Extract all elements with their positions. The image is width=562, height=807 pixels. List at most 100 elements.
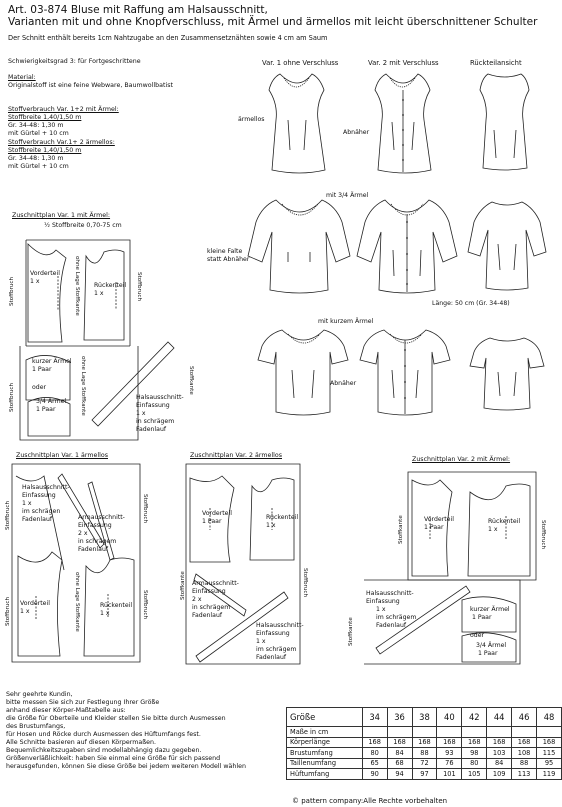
- plan4-short-sleeve-qty: 1 Paar: [472, 614, 492, 621]
- sketch-var1-short-sleeve: [257, 329, 349, 416]
- variant1-label: Var. 1 ohne Verschluss: [262, 59, 339, 67]
- table-cell: 76: [436, 757, 463, 769]
- table-row: Brustumfang 80 84 88 93 98 103 108 115: [286, 747, 562, 759]
- plan1-pieces: [19, 239, 175, 441]
- short-sleeve-label: mit kurzem Ärmel: [318, 318, 374, 325]
- plan1-fold-left: Stoffbruch: [9, 276, 15, 306]
- copyright-notice: © pattern company:Alle Rechte vorbehalte…: [292, 797, 448, 805]
- plan4-pieces: [364, 471, 537, 665]
- table-cell: 94: [386, 768, 413, 780]
- plan3-title: Zuschnittplan Var. 2 ärmellos: [190, 452, 282, 459]
- pleat-label-2: statt Abnäher: [207, 256, 250, 263]
- table-cell: 103: [486, 747, 513, 759]
- plan4-or: oder: [470, 632, 485, 639]
- page-title: Art. 03-874 Bluse mit Raffung am Halsaus…: [8, 4, 556, 28]
- title-line-1: Art. 03-874 Bluse mit Raffung am Halsaus…: [8, 4, 268, 16]
- plan3-arm-4: in schrägem: [192, 604, 231, 611]
- table-cell: 168: [361, 736, 388, 748]
- plan2-fold-left-2: Stoffbruch: [5, 596, 11, 626]
- plan1-title: Zuschnittplan Var. 1 mit Ärmel:: [12, 212, 111, 219]
- table-cell: 109: [486, 768, 513, 780]
- consumption2-width: Stoffbreite 1,40/1,50 m: [8, 147, 82, 154]
- customer-line: Größenverläßlichkeit: haben Sie einmal e…: [6, 755, 221, 762]
- plan4-three-quarter-qty: 1 Paar: [478, 650, 498, 657]
- plan2-arm-4: in schrägem: [78, 538, 117, 545]
- row-label: Körperlänge: [286, 736, 363, 748]
- customer-line: Bequemlichkeitszugaben sind modellabhäng…: [6, 747, 202, 754]
- table-cell: 168: [386, 736, 413, 748]
- row-label: Brustumfang: [286, 747, 363, 759]
- table-cell: 95: [536, 757, 562, 769]
- length-label: Länge: 50 cm (Gr. 34-48): [432, 300, 510, 307]
- size-header: 46: [511, 707, 538, 727]
- plan3-back-label: Rückenteil: [266, 514, 299, 521]
- size-header: 38: [411, 707, 438, 727]
- plan2-neck-3: 1 x: [22, 500, 32, 507]
- customer-line: Sehr geehrte Kundin,: [6, 691, 73, 698]
- plan1-width: ½ Stoffbreite 0,70-75 cm: [44, 222, 122, 229]
- size-header: 44: [486, 707, 513, 727]
- plan4-front-qty: 1 Paar: [424, 524, 444, 531]
- plan1-neck-binding-5: Fadenlauf: [136, 426, 167, 433]
- plan3-neck-1: Halsausschnitt-: [256, 622, 304, 629]
- size-header: 42: [461, 707, 488, 727]
- table-cell: 115: [536, 747, 562, 759]
- sketch-back-short-sleeve: [469, 337, 545, 411]
- plan1-front-qty: 1 x: [30, 278, 40, 285]
- plan2-neck-2: Einfassung: [22, 492, 56, 499]
- table-cell: 168: [461, 736, 488, 748]
- table-cell: 168: [536, 736, 562, 748]
- size-header: 36: [386, 707, 413, 727]
- plan1-selvedge-edge: Stoffkante: [188, 366, 194, 395]
- three-quarter-sleeve-label: mit 3/4 Ärmel: [326, 192, 369, 199]
- plan4-neck-3: 1 x: [376, 606, 386, 613]
- plan2-fold-left: Stoffbruch: [5, 500, 11, 530]
- customer-line: anhand dieser Körper-Maßtabelle aus:: [6, 707, 126, 714]
- table-cell: 88: [511, 757, 538, 769]
- table-cell: 84: [486, 757, 513, 769]
- table-cell: 105: [461, 768, 488, 780]
- plan1-selvedge-middle: ohne Lage Stoffkante: [74, 256, 80, 316]
- plan2-arm-5: Fadenlauf: [78, 546, 109, 553]
- sketch-var2-short-sleeve: [359, 329, 451, 416]
- plan4-neck-1: Halsausschnitt-: [366, 590, 414, 597]
- table-cell: 88: [411, 747, 438, 759]
- plan3-neck-2: Einfassung: [256, 630, 290, 637]
- sketch-var1-sleeveless: [268, 73, 326, 174]
- plan3-pieces: [185, 463, 301, 665]
- plan3-neck-4: im schrägem: [256, 646, 297, 653]
- table-cell: 119: [536, 768, 562, 780]
- plan1-back-qty: 1 x: [94, 290, 104, 297]
- plan3-arm-5: Fadenlauf: [192, 612, 223, 619]
- plan1-short-sleeve: kurzer Ärmel: [32, 358, 72, 365]
- plan3-fold: Stoffbruch: [302, 568, 308, 598]
- table-cell: 108: [511, 747, 538, 759]
- table-row: Körperlänge 168 168 168 168 168 168 168 …: [286, 736, 562, 748]
- table-cell: 72: [411, 757, 438, 769]
- table-cell: 113: [511, 768, 538, 780]
- consumption2-belt: mit Gürtel + 10 cm: [8, 163, 69, 170]
- customer-line: bitte messen Sie sich zur Festlegung Ihr…: [6, 699, 160, 706]
- table-cell: 65: [361, 757, 388, 769]
- title-line-2: Varianten mit und ohne Knopfverschluss, …: [8, 16, 538, 28]
- customer-notice: Sehr geehrte Kundin, bitte messen Sie si…: [6, 691, 291, 771]
- plan1-selvedge-lower: ohne Lage Stoffkante: [80, 356, 86, 416]
- dart-label-1: Abnäher: [343, 129, 370, 136]
- table-cell: 93: [436, 747, 463, 759]
- pleat-label-1: kleine Falte: [207, 248, 243, 255]
- plan1-neck-binding-4: in schrägem: [136, 418, 175, 425]
- plan3-arm-2: Einfassung: [192, 588, 226, 595]
- plan1-neck-binding-1: Halsausschnitt-: [136, 394, 184, 401]
- plan1-short-sleeve-qty: 1 Paar: [32, 366, 52, 373]
- table-cell: 168: [511, 736, 538, 748]
- consumption1-label: Stoffverbrauch Var. 1+2 mit Ärmel:: [8, 106, 119, 113]
- variant2-label: Var. 2 mit Verschluss: [368, 59, 439, 67]
- consumption2-size: Gr. 34-48: 1,30 m: [8, 155, 64, 162]
- table-header-row: Größe 34 36 38 40 42 44 46 48: [286, 707, 562, 727]
- back-view-label: Rückteilansicht: [470, 59, 522, 67]
- table-cell: 97: [411, 768, 438, 780]
- plan4-neck-4: im schrägem: [376, 614, 417, 621]
- table-cell: 68: [386, 757, 413, 769]
- table-cell: 101: [436, 768, 463, 780]
